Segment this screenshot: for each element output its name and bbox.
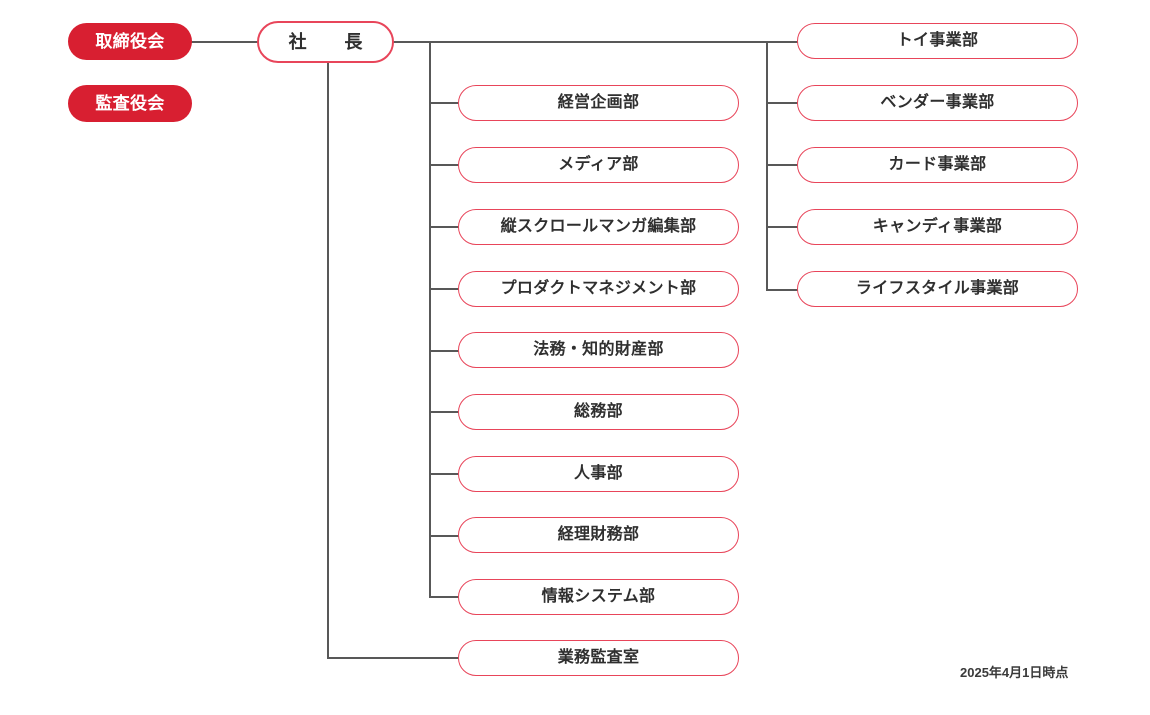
node-business-unit-toy[interactable]: トイ事業部 xyxy=(797,23,1078,59)
connector-stub-business-unit xyxy=(766,164,798,166)
node-business-unit-lifestyle[interactable]: ライフスタイル事業部 xyxy=(797,271,1078,307)
connector-stub-business-unit xyxy=(766,41,798,43)
node-division-product-management[interactable]: プロダクトマネジメント部 xyxy=(458,271,739,307)
connector-stub-division xyxy=(429,288,459,290)
node-business-unit-card[interactable]: カード事業部 xyxy=(797,147,1078,183)
connector-president-spine xyxy=(392,41,798,43)
node-division-corporate-planning[interactable]: 経営企画部 xyxy=(458,85,739,121)
node-business-unit-vendor[interactable]: ベンダー事業部 xyxy=(797,85,1078,121)
node-division-internal-audit-office[interactable]: 業務監査室 xyxy=(458,640,739,676)
as-of-date-note: 2025年4月1日時点 xyxy=(960,665,1069,680)
connector-stub-business-unit xyxy=(766,289,798,291)
connector-stub-division xyxy=(429,411,459,413)
node-division-general-affairs[interactable]: 総務部 xyxy=(458,394,739,430)
node-business-unit-candy[interactable]: キャンディ事業部 xyxy=(797,209,1078,245)
connector-board-to-president xyxy=(190,41,260,43)
node-division-vertical-scroll-manga-editorial[interactable]: 縦スクロールマンガ編集部 xyxy=(458,209,739,245)
node-audit-supervisory-board[interactable]: 監査役会 xyxy=(68,85,192,122)
connector-stub-division xyxy=(429,350,459,352)
node-division-media[interactable]: メディア部 xyxy=(458,147,739,183)
connector-president-vertical xyxy=(327,62,329,659)
connector-stub-business-unit xyxy=(766,102,798,104)
node-division-legal-intellectual-property[interactable]: 法務・知的財産部 xyxy=(458,332,739,368)
node-president[interactable]: 社 長 xyxy=(257,21,394,63)
connector-stub-division xyxy=(429,596,459,598)
connector-stub-division xyxy=(429,226,459,228)
connector-central-trunk xyxy=(429,41,431,597)
connector-to-audit-room xyxy=(327,657,459,659)
node-division-human-resources[interactable]: 人事部 xyxy=(458,456,739,492)
connector-stub-division xyxy=(429,535,459,537)
node-division-accounting-finance[interactable]: 経理財務部 xyxy=(458,517,739,553)
node-board-of-directors[interactable]: 取締役会 xyxy=(68,23,192,60)
connector-stub-division xyxy=(429,164,459,166)
connector-stub-division xyxy=(429,473,459,475)
connector-stub-division xyxy=(429,102,459,104)
node-division-information-systems[interactable]: 情報システム部 xyxy=(458,579,739,615)
connector-stub-business-unit xyxy=(766,226,798,228)
